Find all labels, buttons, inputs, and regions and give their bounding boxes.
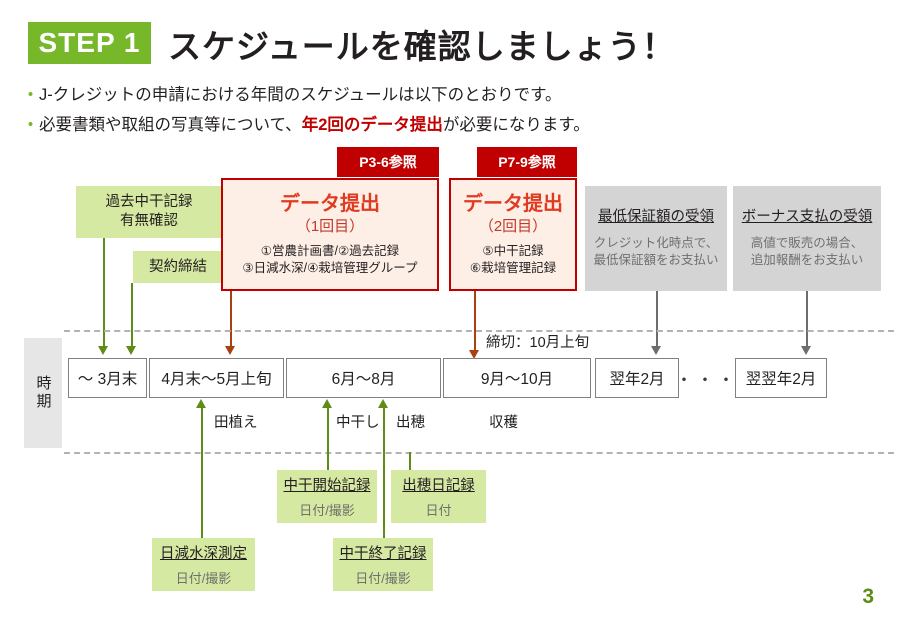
ref-tag-p3-6: P3-6参照 [337,147,439,177]
timeline-period-5-label: 翌翌年2月 [745,371,817,388]
timeline-period-3: 9月～10月 [443,358,591,398]
connector-stage-taue [201,406,203,456]
arrow-head-bonus-icon [801,346,811,355]
timeline-ellipsis: ・・・ [676,358,735,398]
bullet-dot-icon: • [27,116,34,133]
box-past-record: 過去中干記録 有無確認 [76,186,222,238]
bonus-title: ボーナス支払の受領 [741,209,873,225]
connector-rec-nakaboshi-end [383,452,385,540]
timeline-period-3-label: 9月～10月 [480,371,554,388]
bonus-sub-line2: 追加報酬をお支払い [750,253,864,267]
stage-label-shussui: 出穂 [396,415,425,431]
connector-stage-nakaboshi [327,406,329,456]
record-box-nakaboshi-start-title: 中干開始記録 [283,478,371,494]
submission-2-sub: （2回目） [478,218,548,235]
connector-past-record [103,238,105,348]
bonus-sub-line1: 高値で販売の場合、 [750,236,864,250]
ref-tag-p7-9-label: P7-9参照 [498,154,556,170]
timeline-period-4: 翌年2月 [595,358,679,398]
bullet-list: • J-クレジットの申請における年間のスケジュールは以下のとおりです。 • 必要… [22,82,882,142]
record-box-gensuishin-title: 日減水深測定 [160,546,247,562]
record-box-shussui-title: 出穂日記録 [402,478,475,494]
record-box-gensuishin-sub: 日付/撮影 [175,571,232,586]
min-guarantee-title: 最低保証額の受領 [598,209,714,225]
box-data-submission-2: データ提出 （2回目） ⑤中干記録 ⑥栽培管理記録 [449,178,577,291]
connector-submission-1 [230,291,232,348]
connector-bonus [806,291,808,348]
submission-2-title: データ提出 [463,193,563,215]
bullet-dot-icon: • [27,86,34,103]
timeline-period-2-label: 6月～8月 [331,371,396,388]
connector-contract [131,283,133,348]
connector-submission-2 [474,291,476,352]
arrow-head-submission-2-icon [469,350,479,359]
bullet-item-1: • J-クレジットの申請における年間のスケジュールは以下のとおりです。 [22,82,882,108]
record-box-gensuishin: 日減水深測定 日付/撮影 [152,538,255,591]
box-past-record-line2: 有無確認 [120,213,178,229]
ref-tag-p7-9: P7-9参照 [477,147,577,177]
submission-1-items-line2: ③日減水深/④栽培管理グループ [242,261,418,275]
record-box-nakaboshi-end: 中干終了記録 日付/撮影 [333,538,433,591]
bullet-text-2-post: が必要になります。 [442,116,590,134]
arrow-head-stage-nakaboshi-icon [322,399,332,408]
timeline-band-label: 時期 [24,338,62,448]
connector-rec-shussui [409,452,411,472]
timeline-period-0: ～ 3月末 [68,358,147,398]
arrow-head-past-record-icon [98,346,108,355]
bullet-item-2: • 必要書類や取組の写真等について、 年2回のデータ提出 が必要になります。 [22,112,882,138]
connector-stage-shussui [383,406,385,456]
box-bonus-payment: ボーナス支払の受領 高値で販売の場合、 追加報酬をお支払い [733,186,881,291]
submission-1-sub: （1回目） [295,218,365,235]
timeline-period-4-label: 翌年2月 [609,371,665,388]
dashed-separator-bottom [64,452,894,454]
submission-2-items-line2: ⑥栽培管理記録 [469,261,557,275]
dashed-separator-top [64,330,894,332]
ref-tag-p3-6-label: P3-6参照 [359,154,417,170]
timeline-period-2: 6月～8月 [286,358,441,398]
min-guarantee-sub-line1: クレジット化時点で、 [593,236,719,250]
connector-min-guarantee [656,291,658,348]
record-box-shussui-sub: 日付 [425,503,452,518]
record-box-nakaboshi-end-title: 中干終了記録 [339,546,427,562]
stage-label-nakaboshi: 中干し [336,415,380,431]
arrow-head-min-guarantee-icon [651,346,661,355]
record-box-nakaboshi-start-sub: 日付/撮影 [299,503,355,518]
connector-rec-nakaboshi-start [327,452,329,472]
bullet-text-2-emphasis: 年2回のデータ提出 [301,116,443,134]
stage-label-taue: 田植え [214,415,258,431]
bullet-text-2-pre: 必要書類や取組の写真等について、 [39,116,302,134]
connector-rec-gensuishin [201,452,203,540]
timeline-band-label-text: 時期 [34,375,52,411]
bullet-text-1: J-クレジットの申請における年間のスケジュールは以下のとおりです。 [39,86,562,104]
timeline-period-1-label: 4月末～5月上旬 [161,371,272,388]
timeline-ellipsis-label: ・・・ [675,370,739,390]
min-guarantee-sub-line2: 最低保証額をお支払い [593,253,719,267]
stage-label-shukaku: 収穫 [489,415,518,431]
box-contract: 契約締結 [133,251,223,283]
step-badge: STEP 1 [28,22,151,64]
submission-1-items-line1: ①営農計画書/②過去記録 [260,244,400,258]
submission-2-items-line1: ⑤中干記録 [482,244,544,258]
timeline-period-5: 翌翌年2月 [735,358,827,398]
box-past-record-line1: 過去中干記録 [105,194,193,210]
arrow-head-stage-shussui-icon [378,399,388,408]
arrow-head-contract-icon [126,346,136,355]
page-number: 3 [862,585,874,608]
submission-1-title: データ提出 [280,193,380,215]
deadline-note: 締切：10月上旬 [486,335,590,351]
arrow-head-submission-1-icon [225,346,235,355]
box-data-submission-1: データ提出 （1回目） ①営農計画書/②過去記録 ③日減水深/④栽培管理グループ [221,178,439,291]
timeline-period-1: 4月末～5月上旬 [149,358,284,398]
box-contract-label: 契約締結 [149,258,207,275]
box-min-guarantee: 最低保証額の受領 クレジット化時点で、 最低保証額をお支払い [585,186,727,291]
record-box-nakaboshi-end-sub: 日付/撮影 [355,571,411,586]
arrow-head-stage-taue-icon [196,399,206,408]
page-title: スケジュールを確認しましょう！ [168,28,676,65]
record-box-nakaboshi-start: 中干開始記録 日付/撮影 [277,470,377,523]
timeline-period-0-label: ～ 3月末 [77,371,138,388]
record-box-shussui: 出穂日記録 日付 [391,470,486,523]
